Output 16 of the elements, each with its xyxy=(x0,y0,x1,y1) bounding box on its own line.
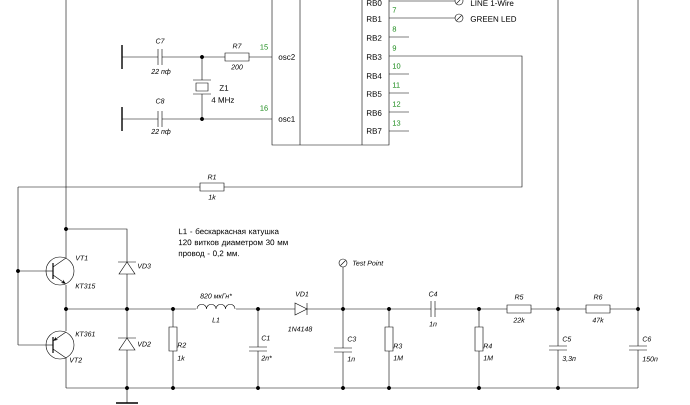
component-label: 4 MHz xyxy=(212,97,234,103)
pin-name: RB5 xyxy=(366,91,382,97)
pin-name: RB6 xyxy=(366,110,382,116)
component-label: LINE 1-Wire xyxy=(470,0,514,6)
pin-name: osc2 xyxy=(278,54,295,60)
pin-name: RB3 xyxy=(366,54,382,60)
pin-name: RB2 xyxy=(366,35,382,41)
chip-box xyxy=(260,0,400,146)
pin-name: osc1 xyxy=(278,116,295,122)
pin-name: RB1 xyxy=(366,16,382,22)
component-label: Z1 xyxy=(220,85,228,91)
note-text: L1 - бескаркасная катушка 120 витков диаметром 30 мм провод - 0,2 мм. xyxy=(178,228,288,258)
component-label: GREEN LED xyxy=(470,16,516,22)
pin-name: RB7 xyxy=(366,128,382,134)
pin-name: RB4 xyxy=(366,73,382,79)
pin-name: RB0 xyxy=(366,0,382,6)
